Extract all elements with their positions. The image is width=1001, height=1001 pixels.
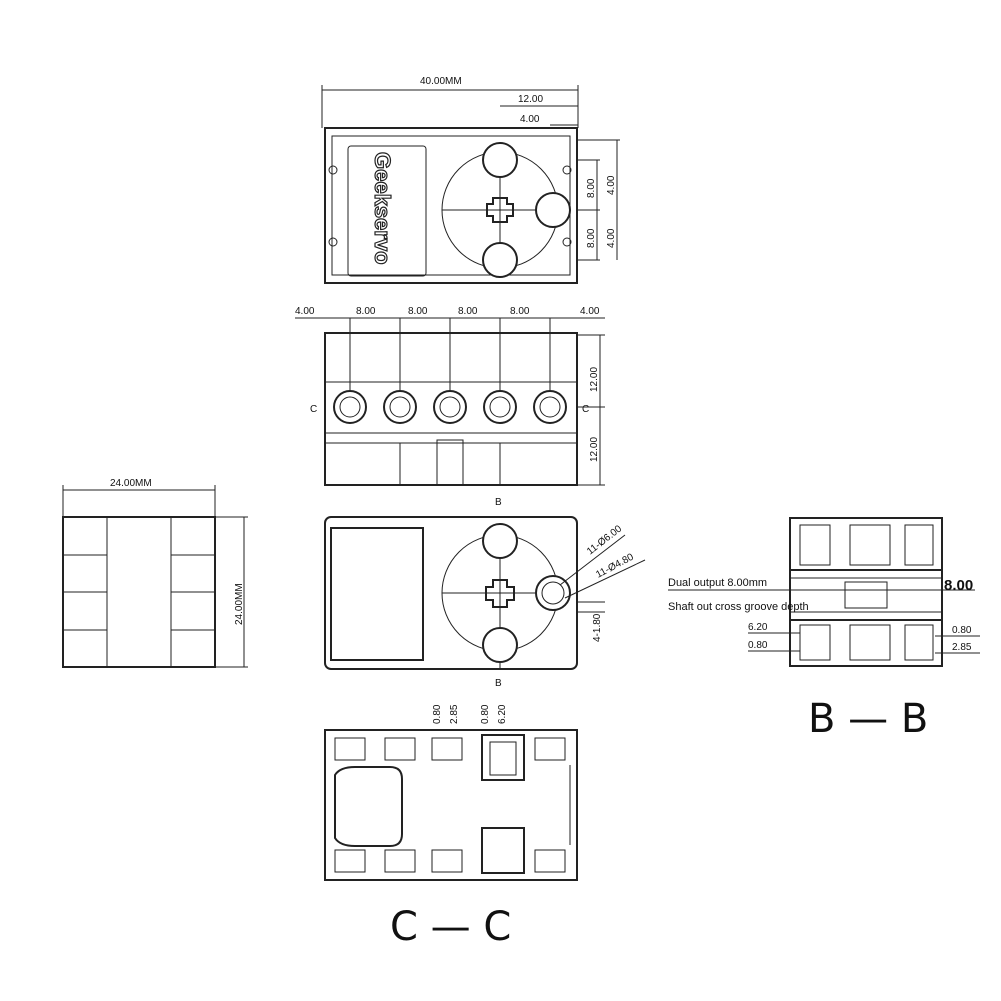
front-body-outline <box>324 516 578 670</box>
c-080b-label: 0.80 <box>480 704 491 724</box>
middle-view: 4.00 8.00 8.00 8.00 8.00 4.00 C C <box>295 306 605 486</box>
top-d8b-label: 8.00 <box>586 228 597 248</box>
top-d8a-label: 8.00 <box>586 178 597 198</box>
gear-chamber <box>334 766 403 847</box>
shaft-groove-label: Shaft out cross groove depth <box>668 601 809 613</box>
section-b-outline <box>789 517 943 667</box>
section-c-outline <box>324 729 578 881</box>
brand-logo-text: Geekservo <box>370 152 395 265</box>
c-080a-label: 0.80 <box>432 704 443 724</box>
b-080a-label: 0.80 <box>748 640 768 651</box>
top-d4c-label: 4.00 <box>606 228 617 248</box>
front-view: B B 11-Ø6.00 11-Ø4.80 4-1.80 <box>324 497 646 689</box>
output-8-label: 8.00 <box>944 577 973 594</box>
mid-h-bot-label: 12.00 <box>589 437 600 462</box>
section-b-top-label: B <box>495 497 502 508</box>
section-c-left-label: C <box>310 404 317 415</box>
b-285-label: 2.85 <box>952 642 972 653</box>
section-b-view: Dual output 8.00mm Shaft out cross groov… <box>668 517 980 742</box>
side-height-label: 24.00MM <box>234 583 245 625</box>
cross-shaft <box>486 197 514 223</box>
front-cross-shaft <box>485 579 515 608</box>
section-b-title: B — B <box>808 696 928 742</box>
section-c-view: 0.80 2.85 0.80 6.20 C — C <box>324 704 578 950</box>
side-width-label: 24.00MM <box>110 478 152 489</box>
pitch-label-1: 4.00 <box>295 306 315 317</box>
top-hole-right <box>535 192 571 228</box>
section-c-right-label: C <box>582 404 589 415</box>
front-hole-lower <box>482 627 518 663</box>
label-plate <box>347 145 427 277</box>
b-620-label: 6.20 <box>748 622 768 633</box>
front-hole-right <box>535 575 571 611</box>
mid-hole-4 <box>483 390 517 424</box>
front-hole-upper <box>482 523 518 559</box>
offset-label: 4-1.80 <box>592 613 603 642</box>
mid-hole-5 <box>533 390 567 424</box>
mid-hole-3 <box>433 390 467 424</box>
pitch-label-4: 8.00 <box>458 306 478 317</box>
mid-h-top-label: 12.00 <box>589 367 600 392</box>
pitch-label-6: 4.00 <box>580 306 600 317</box>
top-hole-lower <box>482 242 518 278</box>
top-d12-label: 12.00 <box>518 94 543 105</box>
dual-output-label: Dual output 8.00mm <box>668 577 767 589</box>
front-label-window <box>330 527 424 661</box>
top-body-outline <box>324 127 578 284</box>
c-620-label: 6.20 <box>497 704 508 724</box>
top-width-label: 40.00MM <box>420 76 462 87</box>
b-080b-label: 0.80 <box>952 625 972 636</box>
top-d4b-label: 4.00 <box>606 175 617 195</box>
section-c-title: C — C <box>390 904 511 950</box>
c-285-label: 2.85 <box>449 704 460 724</box>
top-view: 40.00MM 12.00 4.00 Geekservo 8.00 8.00 4… <box>321 76 620 284</box>
pitch-label-5: 8.00 <box>510 306 530 317</box>
hole-dia-b-label: 11-Ø4.80 <box>594 552 636 581</box>
pitch-label-3: 8.00 <box>408 306 428 317</box>
section-b-bottom-label: B <box>495 678 502 689</box>
pitch-label-2: 8.00 <box>356 306 376 317</box>
mid-hole-2 <box>383 390 417 424</box>
top-d4-label: 4.00 <box>520 114 540 125</box>
mid-hole-1 <box>333 390 367 424</box>
top-hole-upper <box>482 142 518 178</box>
side-view: 24.00MM 24.00MM <box>62 478 248 668</box>
shaft-section <box>789 569 943 621</box>
